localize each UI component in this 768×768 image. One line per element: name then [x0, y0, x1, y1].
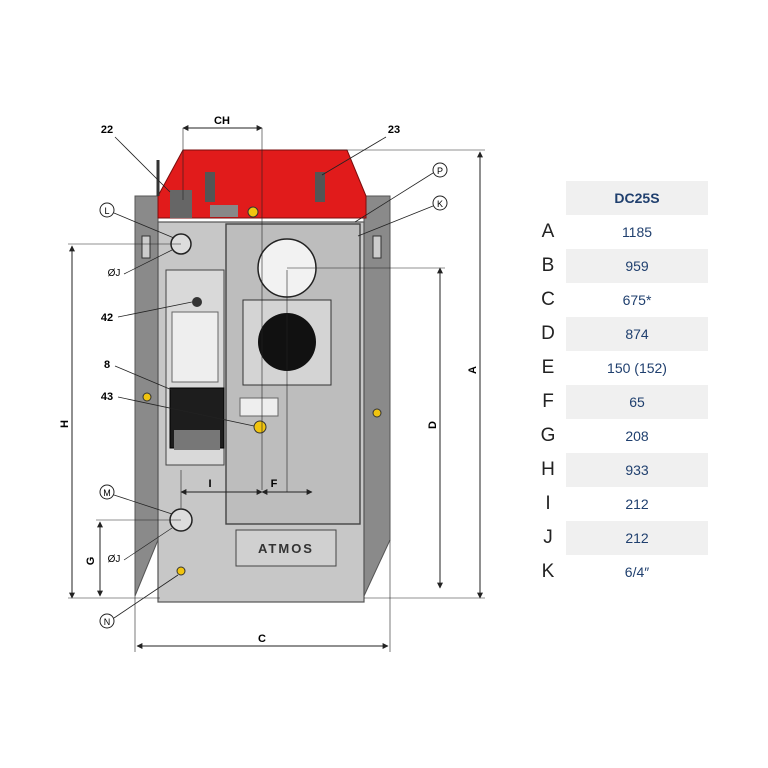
table-row: I 212: [530, 487, 708, 521]
leader-j-bottom: [123, 527, 173, 561]
dim-label-i: I: [208, 478, 211, 490]
leader-P: [354, 172, 434, 223]
vent-pipe-right: [315, 172, 325, 202]
leader-43: [117, 396, 255, 427]
dim-label-ch: CH: [214, 115, 230, 127]
right-panel-screw: [372, 408, 382, 418]
callout-43: 43: [101, 391, 113, 403]
callout-circle-L: [99, 202, 115, 218]
dim-label-d: D: [427, 421, 439, 429]
dimension-label: H: [541, 459, 555, 480]
dim-label-j-bottom: ØJ: [108, 554, 121, 565]
callout-circle-M: [99, 484, 115, 500]
dim-label-g: G: [85, 557, 97, 566]
dim-label-a: A: [467, 366, 479, 374]
table-row: K 6/4″: [530, 555, 708, 589]
callout-circle-P: [432, 162, 448, 178]
dim-label-f: F: [271, 478, 278, 490]
callout-M: M: [103, 488, 111, 498]
dimension-value: 675*: [566, 283, 708, 317]
leader-M: [113, 494, 173, 515]
dim-label-h: H: [59, 420, 71, 428]
callout-circle-K: [432, 195, 448, 211]
dimension-label: I: [545, 493, 551, 514]
dimension-label: C: [541, 289, 555, 310]
dimension-label: J: [543, 527, 553, 548]
table-row: E 150 (152): [530, 351, 708, 385]
dimension-label: K: [541, 561, 555, 582]
right-panel-slot: [372, 235, 382, 259]
dimension-value: 212: [566, 521, 708, 555]
dimension-label: G: [540, 425, 556, 446]
table-row: F 65: [530, 385, 708, 419]
dimension-value: 212: [566, 487, 708, 521]
leader-42: [117, 301, 193, 318]
callout-N: N: [104, 617, 111, 627]
top-fitting-yellow: [247, 206, 259, 218]
callout-circle-N: [99, 613, 115, 629]
callout-8: 8: [104, 359, 110, 371]
leader-j-top: [123, 249, 173, 275]
dimension-label: E: [541, 357, 555, 378]
table-row: B 959: [530, 249, 708, 283]
callout-K: K: [437, 199, 443, 209]
left-panel-slot: [141, 235, 151, 259]
safety-valve: [170, 190, 192, 218]
dimension-value: 65: [566, 385, 708, 419]
thermometer-42: [192, 297, 202, 307]
table-row: C 675*: [530, 283, 708, 317]
dimension-value: 874: [566, 317, 708, 351]
dimension-value: 6/4″: [566, 555, 708, 589]
table-header-spacer: [530, 181, 566, 215]
brand-label: ATMOS: [258, 541, 314, 556]
lower-door: [235, 529, 337, 567]
dimension-label: A: [541, 221, 555, 242]
table-row: D 874: [530, 317, 708, 351]
thermostat-43: [253, 420, 267, 434]
callout-P: P: [437, 166, 443, 176]
vent-pipe-left: [205, 172, 215, 202]
top-fitting: [210, 205, 238, 217]
table-row: A 1185: [530, 215, 708, 249]
dimension-value: 1185: [566, 215, 708, 249]
leader-23: [321, 136, 387, 176]
table-header-model: DC25S: [566, 181, 708, 215]
callout-42: 42: [101, 312, 113, 324]
dim-label-c: C: [258, 633, 266, 645]
dimension-label: F: [542, 391, 554, 412]
control-panel-plate: [171, 311, 219, 383]
leader-L: [113, 212, 175, 239]
callout-22: 22: [101, 124, 113, 136]
table-header-row: DC25S: [530, 181, 708, 215]
dimension-label: B: [541, 255, 555, 276]
dimension-value: 959: [566, 249, 708, 283]
table-row: J 212: [530, 521, 708, 555]
door-label: [239, 397, 279, 417]
leader-K: [357, 205, 434, 237]
dimension-value: 150 (152): [566, 351, 708, 385]
dimension-label: D: [541, 323, 555, 344]
callout-23: 23: [388, 124, 400, 136]
leader-8: [114, 365, 173, 391]
left-panel-screw: [142, 392, 152, 402]
dimension-value: 933: [566, 453, 708, 487]
callout-L: L: [104, 206, 109, 216]
table-row: H 933: [530, 453, 708, 487]
leader-N: [113, 574, 179, 619]
connection-N: [176, 566, 186, 576]
table-row: G 208: [530, 419, 708, 453]
dim-label-j-top: ØJ: [108, 268, 121, 279]
fan-grill: [174, 430, 220, 450]
leader-22: [114, 136, 171, 193]
dimension-value: 208: [566, 419, 708, 453]
